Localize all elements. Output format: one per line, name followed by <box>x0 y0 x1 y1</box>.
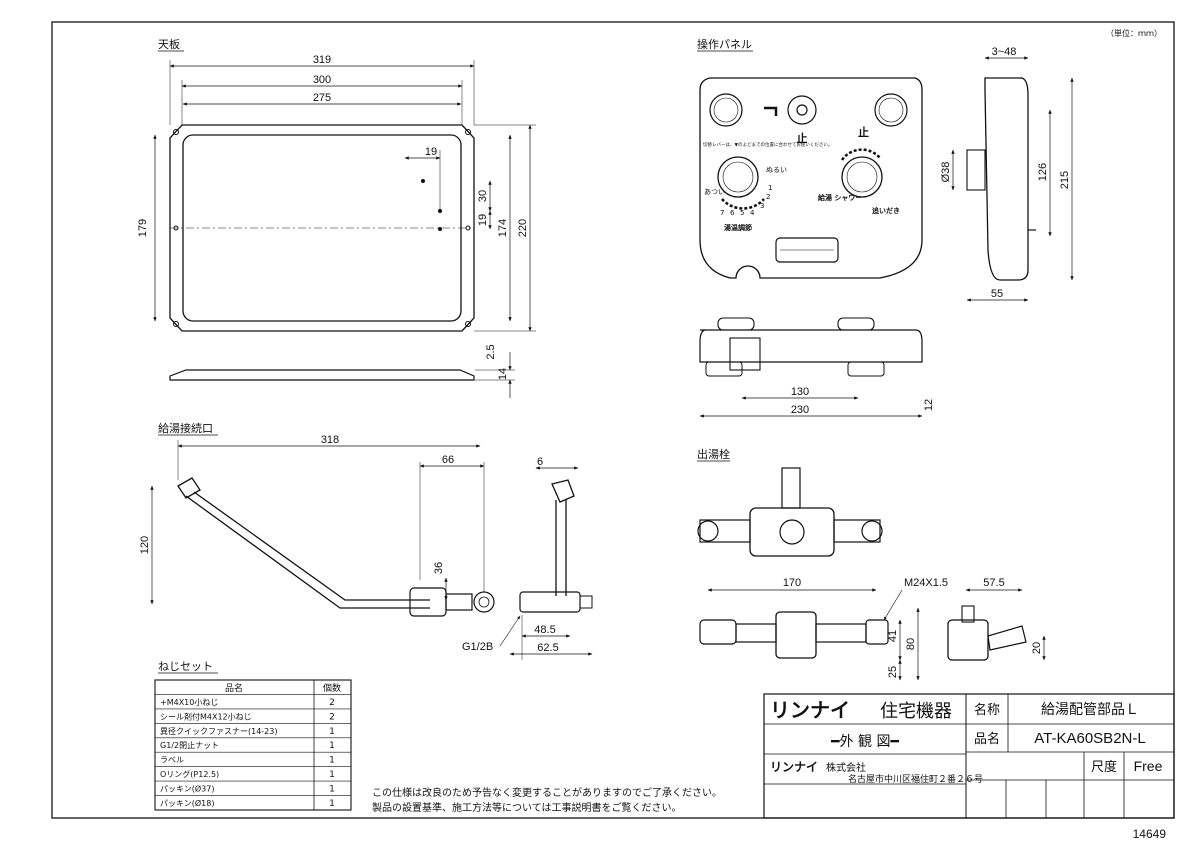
note-1: この仕様は改良のため予告なく変更することがありますのでご了承ください。 <box>372 786 722 799</box>
dim-3-48: 3~48 <box>992 46 1017 58</box>
dim-318: 318 <box>321 434 339 446</box>
dim-62-5: 62.5 <box>537 642 558 654</box>
scale-label: 尺度 <box>1091 759 1117 775</box>
dim-41: 41 <box>887 630 899 642</box>
dim-57-5: 57.5 <box>983 577 1004 589</box>
section-title-control-panel: 操作パネル <box>697 37 752 51</box>
table-header-qty: 個数 <box>323 682 341 694</box>
label-stop-right: 止 <box>858 125 869 139</box>
dim-6: 6 <box>537 456 543 468</box>
table-row-qty: 1 <box>329 756 335 766</box>
control-panel-view: 操作パネル 止 あつい ぬるい 7 6 5 4 3 2 1 湯温調節 切替レバー… <box>697 37 1074 418</box>
hot-water-inlet-view: 給湯接続口 318 66 120 36 6 48.5 62.5 G <box>139 421 593 660</box>
table-row-name: シール剤付M4X12小ねじ <box>160 711 252 721</box>
table-header-name: 品名 <box>225 682 243 694</box>
dim-120: 120 <box>139 536 151 554</box>
dim-48-5: 48.5 <box>534 624 555 636</box>
note-2: 製品の設置基準、施工方法等については工事説明書をご覧ください。 <box>372 801 682 814</box>
table-row-qty: 1 <box>329 785 335 795</box>
dim-25: 25 <box>887 666 899 678</box>
screw-set-table: ねじセット 品名 個数 +M4X10小ねじ 2 シール剤付M4X12小ねじ 2 異径クイ… <box>154 660 352 811</box>
scale-value: Free <box>1134 758 1163 774</box>
temp-7: 7 <box>720 209 724 217</box>
drawing-type: ━外 観 図━ <box>830 733 899 750</box>
section-title-hot-water-inlet: 給湯接続口 <box>158 421 213 435</box>
dim-55: 55 <box>991 288 1003 300</box>
dim-80: 80 <box>905 638 917 650</box>
spout-view: 出湯栓 170 M24X1.5 41 80 25 57.5 20 <box>697 447 1046 681</box>
temp-4: 4 <box>750 209 755 217</box>
table-row-name: +M4X10小ねじ <box>160 698 218 707</box>
dim-126: 126 <box>1037 163 1049 181</box>
table-row-qty: 1 <box>329 741 335 751</box>
dim-300: 300 <box>313 74 331 86</box>
dim-d38: Ø38 <box>940 162 952 183</box>
name-label: 名称 <box>974 702 1000 718</box>
dim-30: 30 <box>477 190 489 202</box>
section-title-spout: 出湯栓 <box>697 447 730 461</box>
label-reheat: 追いだき <box>872 206 900 215</box>
product-value: AT-KA60SB2N-L <box>1034 730 1145 747</box>
label-g1-2b: G1/2B <box>462 641 493 653</box>
table-row-name: G1/2閉止ナット <box>160 740 219 750</box>
dim-12: 12 <box>923 399 935 411</box>
sheet-frame <box>51 21 1175 819</box>
dim-170: 170 <box>783 577 801 589</box>
dim-19-top: 19 <box>425 146 437 158</box>
company-suffix: 株式会社 <box>826 761 866 774</box>
unit-note: （単位：ｍｍ） <box>1106 28 1162 38</box>
table-row-qty: 1 <box>329 727 335 737</box>
company-address: 名古屋市中川区福住町２番２６号 <box>848 773 983 785</box>
dim-2-5: 2.5 <box>485 344 497 359</box>
drawing-number: 14649 <box>1133 827 1167 841</box>
label-hot: あつい <box>704 188 725 196</box>
table-row-qty: 1 <box>329 770 335 780</box>
table-row-qty: 1 <box>329 799 335 809</box>
dim-319: 319 <box>313 54 331 66</box>
company-logo: リンナイ <box>770 760 818 774</box>
name-value: 給湯配管部品Ｌ <box>1041 701 1139 718</box>
label-supply-shower: 給湯 シャワー <box>818 193 862 202</box>
dim-275: 275 <box>313 92 331 104</box>
top-plate-view: 天板 319 300 275 19 179 30 19 <box>137 37 536 398</box>
temp-scale: 7 6 5 4 3 2 1 <box>720 184 772 217</box>
switch-note: 切替レバーは、▼のよどまでの位置に合わせてお使いください。 <box>703 141 832 148</box>
dim-20: 20 <box>1031 642 1043 654</box>
table-row-name: 異径クイックファスナー(14-23) <box>160 726 278 736</box>
dim-179: 179 <box>137 219 149 237</box>
temp-2: 2 <box>766 193 770 201</box>
temp-1: 1 <box>768 184 772 192</box>
table-row-name: パッキン(Ø37) <box>160 784 214 794</box>
section-title-screw-set: ねじセット <box>158 660 213 673</box>
dim-215: 215 <box>1059 171 1071 189</box>
product-label: 品名 <box>974 731 1000 747</box>
label-m24x1-5: M24X1.5 <box>904 577 948 589</box>
table-row-name: ラベル <box>160 756 184 765</box>
dim-230: 230 <box>791 404 809 416</box>
section-title-top-plate: 天板 <box>158 37 180 51</box>
temp-3: 3 <box>760 202 764 210</box>
temp-6: 6 <box>730 209 735 217</box>
table-row-name: パッキン(Ø18) <box>160 798 214 808</box>
brand-logo: リンナイ <box>770 698 850 722</box>
table-row-name: Oリング(P12.5) <box>160 769 219 779</box>
dim-66: 66 <box>442 454 454 466</box>
label-warm: ぬるい <box>766 166 787 174</box>
label-stop-top: 止 <box>797 131 808 145</box>
label-temp-adjust: 湯温調節 <box>724 223 752 232</box>
temp-5: 5 <box>740 209 744 217</box>
dim-130: 130 <box>791 386 809 398</box>
brand-category: 住宅機器 <box>880 701 952 722</box>
table-row-qty: 2 <box>329 698 335 708</box>
dim-36: 36 <box>433 562 445 574</box>
table-row-qty: 2 <box>329 712 335 722</box>
dim-14: 14 <box>497 368 509 380</box>
dim-220: 220 <box>517 219 529 237</box>
title-block: リンナイ 住宅機器 ━外 観 図━ リンナイ 株式会社 名古屋市中川区福住町２番… <box>763 693 1175 819</box>
dim-19-side: 19 <box>477 214 489 226</box>
dim-174: 174 <box>497 219 509 237</box>
